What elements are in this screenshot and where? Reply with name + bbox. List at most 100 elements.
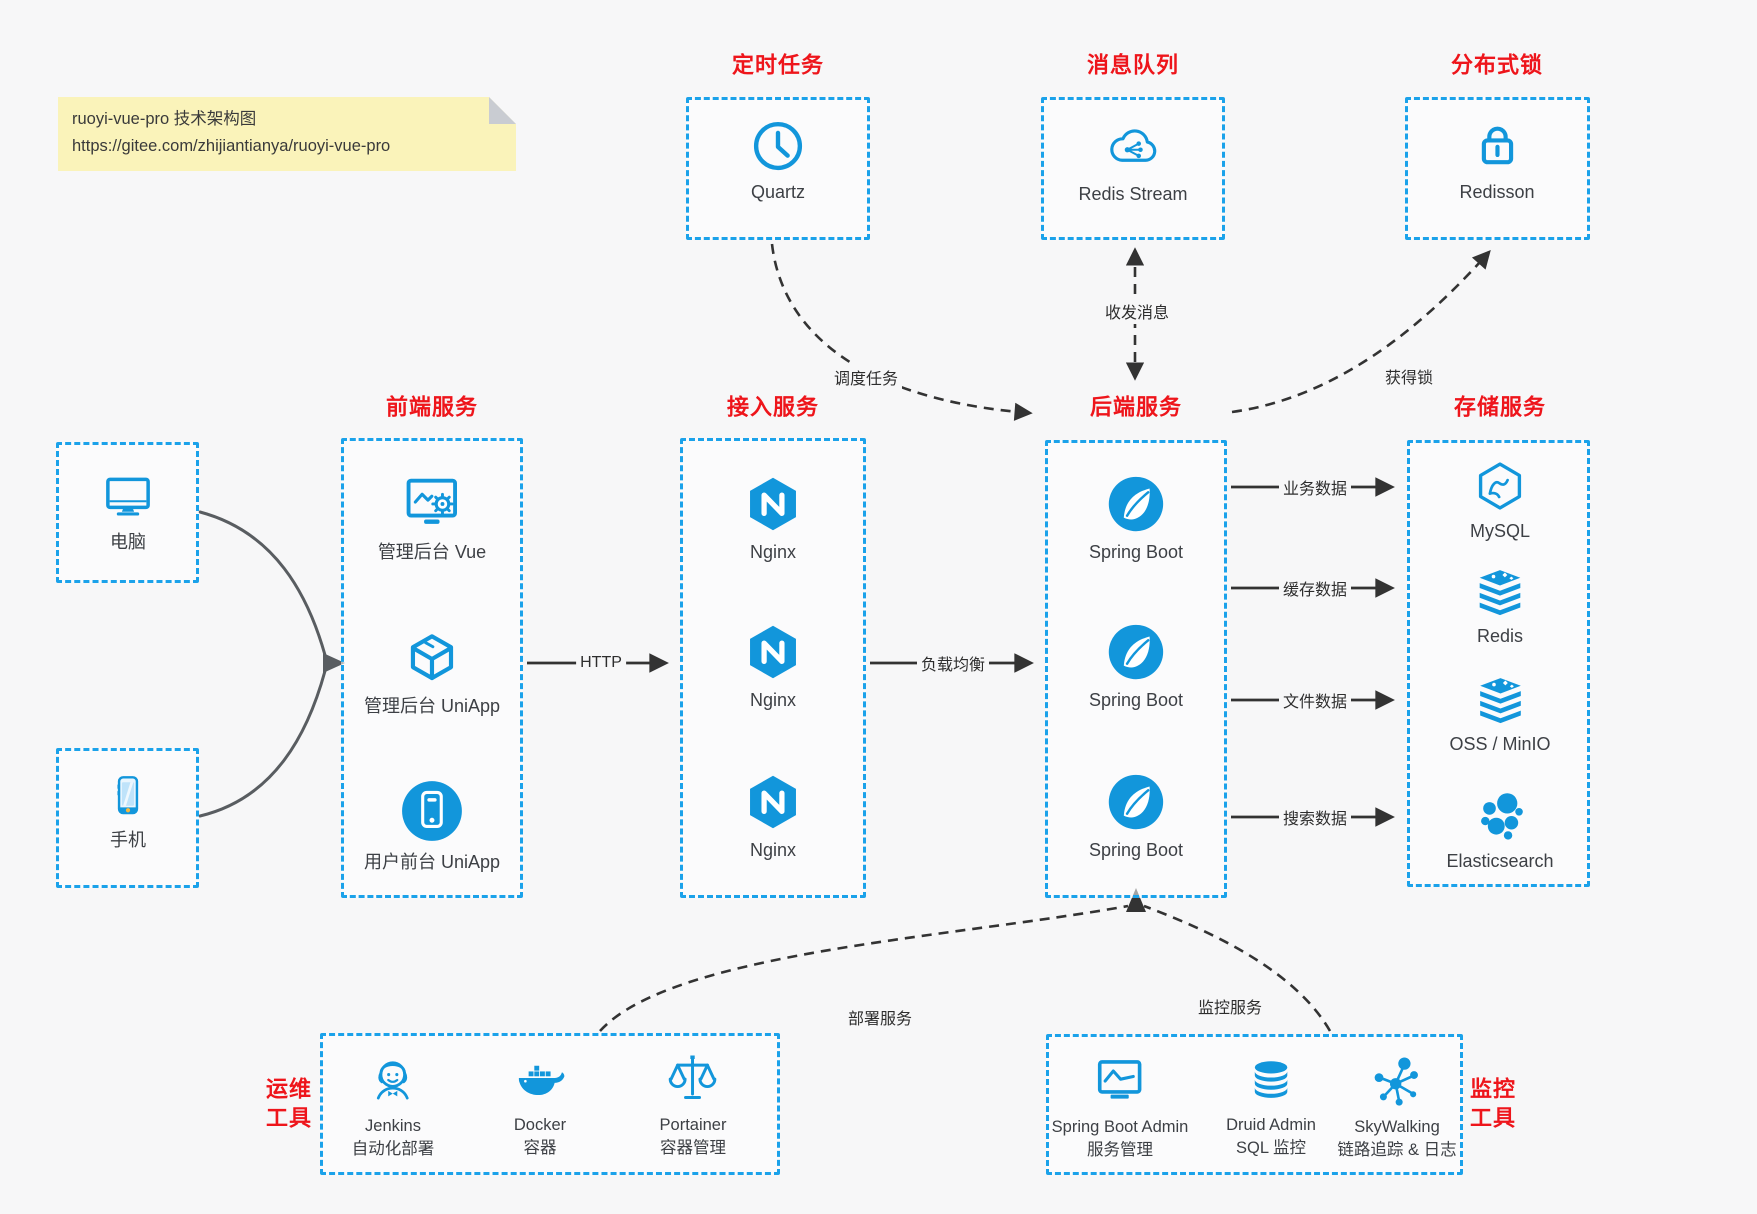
uniapp-user-phone-icon	[402, 781, 462, 841]
note-title: ruoyi-vue-pro 技术架构图	[72, 110, 257, 128]
skywalking-trace-icon	[1374, 1057, 1418, 1106]
storage-group-box	[1407, 440, 1590, 887]
sticky-note: ruoyi-vue-pro 技术架构图 https://gitee.com/zh…	[58, 97, 516, 171]
node-name: Spring Boot Admin	[1051, 1118, 1189, 1136]
edge-label-search-data: 搜索数据	[1278, 804, 1352, 830]
arrowhead-frontend	[323, 653, 345, 673]
frontend-group-title: 前端服务	[385, 394, 479, 420]
arrowhead-backend	[1126, 888, 1146, 912]
nginx-icon	[750, 775, 796, 829]
edge-label-acquire-lock: 获得锁	[1380, 363, 1438, 389]
node-label: Elasticsearch	[1446, 851, 1554, 871]
edge-label-business-data: 业务数据	[1278, 474, 1352, 500]
oss-minio-icon	[1479, 678, 1521, 724]
node-label: SkyWalking 链路追踪 & 日志	[1337, 1116, 1456, 1162]
node-desc: 链路追踪 & 日志	[1337, 1141, 1457, 1160]
node-spring-boot-1: Spring Boot	[1089, 474, 1183, 565]
node-phone: 手机	[102, 770, 154, 853]
spring-boot-icon	[1108, 774, 1164, 830]
node-redisson: Redisson	[1459, 116, 1535, 205]
node-name: Jenkins	[365, 1117, 421, 1135]
ops-group-title: 运维 工具	[266, 1075, 312, 1132]
node-label: 手机	[110, 830, 146, 850]
node-label: Quartz	[750, 182, 806, 202]
node-label: 电脑	[110, 532, 146, 552]
node-label: 管理后台 UniApp	[363, 696, 501, 716]
node-label: Spring Boot	[1088, 542, 1184, 562]
scheduled-group-title: 定时任务	[731, 52, 825, 78]
node-spring-boot-2: Spring Boot	[1089, 622, 1183, 713]
spring-boot-icon	[1108, 476, 1164, 532]
node-skywalking: SkyWalking 链路追踪 & 日志	[1337, 1054, 1457, 1162]
pc-icon	[106, 477, 150, 516]
uniapp-cube-icon	[410, 634, 454, 681]
edge-phone-to-frontend	[198, 669, 327, 818]
node-label: Spring Boot Admin 服务管理	[1052, 1116, 1189, 1162]
backend-group-title: 后端服务	[1089, 394, 1183, 420]
node-nginx-2: Nginx	[743, 622, 803, 713]
ops-title-line1: 运维	[265, 1076, 313, 1102]
edge-label-file-data: 文件数据	[1278, 687, 1352, 713]
node-nginx-3: Nginx	[743, 772, 803, 863]
node-spring-boot-3: Spring Boot	[1089, 772, 1183, 863]
node-label: Nginx	[749, 542, 797, 562]
node-pc: 电脑	[100, 468, 156, 555]
node-desc: 服务管理	[1086, 1141, 1153, 1160]
mysql-icon	[1478, 462, 1522, 510]
node-desc: SQL 监控	[1236, 1139, 1306, 1158]
node-label: Jenkins 自动化部署	[352, 1115, 435, 1161]
node-label: Portainer 容器管理	[660, 1114, 727, 1160]
node-label: Redis	[1476, 626, 1524, 646]
node-mysql: MySQL	[1470, 459, 1530, 544]
node-elasticsearch: Elasticsearch	[1446, 789, 1554, 874]
phone-icon	[117, 776, 139, 815]
node-portainer: Portainer 容器管理	[660, 1052, 727, 1160]
phone-box	[56, 748, 199, 888]
node-uniapp-user: 用户前台 UniApp	[364, 778, 500, 875]
monitoring-title-line2: 工具	[1469, 1105, 1517, 1130]
lock-group-title: 分布式锁	[1450, 52, 1544, 78]
edge-label-cache-data: 缓存数据	[1278, 575, 1352, 601]
quartz-clock-icon	[753, 121, 803, 171]
edge-acquire-lock	[1231, 249, 1491, 414]
vue-admin-monitor-icon	[406, 478, 458, 524]
edge-label-monitor: 监控服务	[1193, 993, 1267, 1019]
nginx-icon	[750, 477, 796, 531]
node-label: Spring Boot	[1088, 690, 1184, 710]
node-label: Nginx	[749, 840, 797, 860]
node-name: Portainer	[659, 1116, 727, 1134]
mq-group-box	[1041, 97, 1225, 240]
node-name: Docker	[513, 1116, 567, 1134]
node-label: Docker 容器	[514, 1114, 566, 1160]
node-druid-admin: Druid Admin SQL 监控	[1226, 1056, 1316, 1160]
node-redis-stream: Redis Stream	[1078, 120, 1188, 207]
node-name: Druid Admin	[1226, 1116, 1316, 1134]
node-name: SkyWalking	[1354, 1118, 1440, 1136]
node-quartz: Quartz	[750, 118, 806, 205]
node-desc: 容器	[523, 1139, 557, 1158]
node-label: MySQL	[1469, 521, 1531, 541]
ops-group-box	[320, 1033, 780, 1175]
ops-title-line2: 工具	[265, 1105, 313, 1130]
node-spring-boot-admin: Spring Boot Admin 服务管理	[1052, 1052, 1189, 1162]
spring-boot-icon	[1108, 624, 1164, 680]
portainer-scales-icon	[669, 1055, 717, 1099]
edge-pc-to-frontend	[198, 510, 327, 657]
node-label: Nginx	[749, 690, 797, 710]
node-label: Spring Boot	[1088, 840, 1184, 860]
gateway-group-title: 接入服务	[726, 394, 820, 420]
elasticsearch-icon	[1480, 793, 1523, 840]
node-desc: 自动化部署	[351, 1140, 435, 1159]
node-label: Redis Stream	[1078, 184, 1188, 204]
node-nginx-1: Nginx	[743, 474, 803, 565]
monitoring-group-box	[1046, 1034, 1463, 1175]
mq-group-title: 消息队列	[1086, 52, 1180, 78]
nginx-icon	[750, 625, 796, 679]
edge-label-messaging: 收发消息	[1100, 298, 1174, 324]
node-oss-minio: OSS / MinIO	[1449, 674, 1551, 757]
storage-group-title: 存储服务	[1453, 394, 1547, 420]
redis-icon	[1479, 570, 1521, 616]
monitoring-title-line1: 监控	[1469, 1076, 1517, 1102]
node-vue-admin: 管理后台 Vue	[378, 472, 486, 565]
